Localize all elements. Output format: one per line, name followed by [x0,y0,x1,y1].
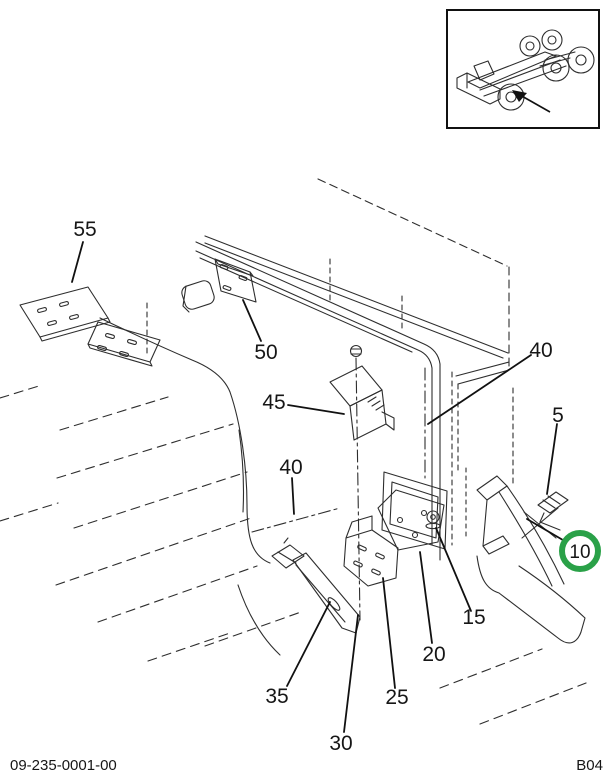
callout-40-lower: 40 [279,456,302,479]
frame-rail [195,235,509,561]
leader-30 [343,614,359,733]
location-arrow-icon [512,90,551,113]
leader-20 [419,551,433,644]
leader-35 [286,601,331,687]
body-panel-outline [317,178,514,484]
mud-flap [476,555,586,644]
part-25-bracket [343,515,399,587]
leader-45 [287,404,345,415]
callout-5: 5 [552,404,564,427]
part-20-bracket [377,471,448,551]
fender-outline [99,317,281,656]
fender-mount-cluster [465,467,565,587]
part-55-plate [19,286,161,367]
callout-40-upper: 40 [529,339,552,362]
callout-25: 25 [385,686,408,709]
callout-55: 55 [73,218,96,241]
part-45-bracket [329,344,395,621]
part-35-strap [271,537,361,634]
part-5-clip [521,491,569,539]
inset-locator-box [446,9,600,129]
callout-15: 15 [462,606,485,629]
callout-50: 50 [254,341,277,364]
part-15-bolt [425,510,441,530]
leader-40-lower [291,477,295,515]
highlighted-callout-10: 10 [559,530,601,572]
leader-10 [526,518,569,544]
callout-10: 10 [569,542,590,563]
leader-40-upper [427,354,532,425]
truck-chassis-icon [456,29,595,111]
leader-50 [242,299,262,342]
leader-5 [546,423,558,495]
footer-page-code: B04 [576,757,603,774]
body-hatch-lines [0,384,587,725]
callout-35: 35 [265,685,288,708]
part-50-bracket [181,258,257,313]
callout-30: 30 [329,732,352,755]
leader-55 [71,241,84,283]
leader-15 [435,527,472,612]
highlight-ring [559,530,601,572]
callout-45: 45 [262,391,285,414]
centerline-40-lower [251,507,341,533]
leader-25 [382,577,396,689]
footer-part-number: 09-235-0001-00 [10,757,117,774]
callout-20: 20 [422,643,445,666]
